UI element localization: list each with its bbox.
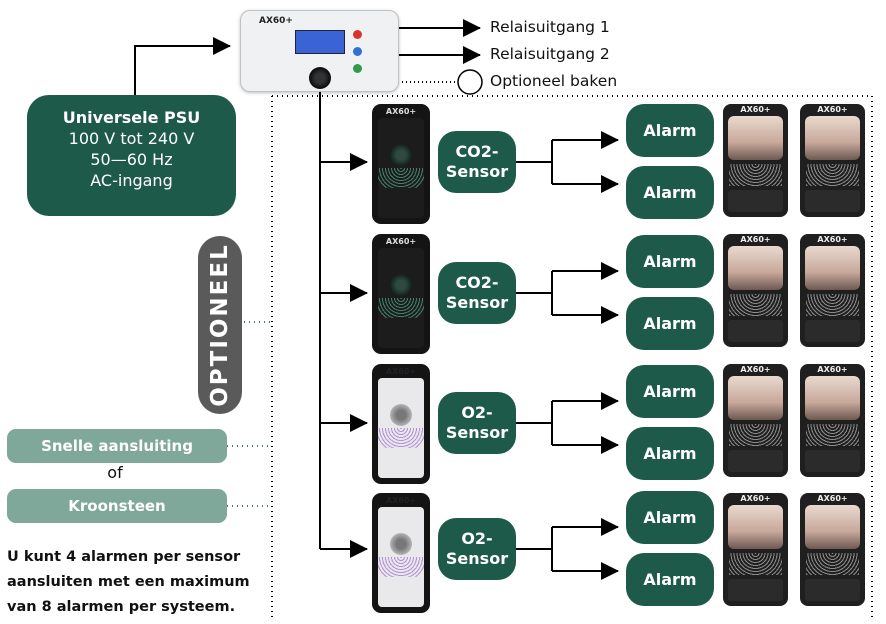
sensor-type: CO2-: [455, 273, 499, 292]
beacon-logo: AX60+: [740, 105, 771, 114]
beacon-picture: AX60+: [800, 234, 865, 347]
beacon-picture: AX60+: [800, 493, 865, 606]
sensor-word: Sensor: [445, 423, 509, 442]
sensor-label-1: CO2- Sensor: [438, 131, 516, 193]
beacon-logo: AX60+: [740, 235, 771, 244]
beacon-logo: AX60+: [817, 365, 848, 374]
controller-beacon-port: [309, 67, 331, 89]
beacon-picture: AX60+: [723, 234, 788, 347]
note-line-2: aansluiten met een maximum: [7, 574, 250, 590]
terminal-block-pill: Kroonsteen: [7, 489, 227, 523]
note-line-1: U kunt 4 alarmen per sensor: [7, 549, 241, 565]
optional-pill: OPTIONEEL: [198, 236, 242, 414]
psu-title: Universele PSU: [62, 108, 201, 127]
alarm-4b: Alarm: [626, 553, 714, 606]
beacon-logo: AX60+: [817, 494, 848, 503]
optional-label: OPTIONEEL: [207, 243, 233, 407]
alarm-3b: Alarm: [626, 427, 714, 480]
sensor-device-3: AX60+: [372, 364, 430, 484]
sensor-device-2: AX60+: [372, 234, 430, 354]
sensor-type: CO2-: [455, 142, 499, 161]
psu-input: AC-ingang: [90, 171, 173, 190]
quick-connect-pill: Snelle aansluiting: [7, 429, 227, 463]
alarm-3a: Alarm: [626, 365, 714, 418]
optional-beacon-label: Optioneel baken: [490, 72, 618, 90]
sensor-device-logo: AX60+: [385, 237, 417, 246]
sensor-type: O2-: [461, 403, 493, 422]
psu-frequency: 50—60 Hz: [90, 150, 173, 169]
sensor-device-4: AX60+: [372, 493, 430, 613]
beacon-logo: AX60+: [817, 105, 848, 114]
psu-box: Universele PSU 100 V tot 240 V 50—60 Hz …: [27, 95, 236, 216]
sensor-word: Sensor: [445, 549, 509, 568]
beacon-logo: AX60+: [740, 494, 771, 503]
beacon-logo: AX60+: [740, 365, 771, 374]
alarm-2a: Alarm: [626, 235, 714, 288]
sensor-type: O2-: [461, 529, 493, 548]
controller-lcd: [295, 30, 345, 54]
relay-output-2: Relaisuitgang 2: [490, 45, 610, 63]
alarm-2b: Alarm: [626, 297, 714, 350]
or-text: of: [107, 463, 123, 482]
sensor-word: Sensor: [445, 162, 509, 181]
alarm-4a: Alarm: [626, 491, 714, 544]
capacity-note: U kunt 4 alarmen per sensor aansluiten m…: [7, 545, 269, 620]
psu-voltage: 100 V tot 240 V: [68, 129, 195, 148]
central-controller-device: AX60+: [240, 10, 399, 92]
alarm-1a: Alarm: [626, 104, 714, 157]
sensor-label-3: O2- Sensor: [438, 392, 516, 454]
beacon-picture: AX60+: [800, 104, 865, 217]
sensor-device-1: AX60+: [372, 104, 430, 224]
relay-output-1: Relaisuitgang 1: [490, 18, 610, 36]
beacon-picture: AX60+: [723, 104, 788, 217]
accept-button-icon: [353, 64, 362, 73]
beacon-picture: AX60+: [723, 364, 788, 477]
sensor-word: Sensor: [445, 293, 509, 312]
beacon-logo: AX60+: [817, 235, 848, 244]
note-line-3: van 8 alarmen per systeem.: [7, 599, 236, 615]
sensor-label-4: O2- Sensor: [438, 518, 516, 580]
sensor-device-logo: AX60+: [385, 496, 417, 505]
sensor-label-2: CO2- Sensor: [438, 262, 516, 324]
beacon-picture: AX60+: [723, 493, 788, 606]
controller-logo: AX60+: [259, 16, 293, 26]
beacon-picture: AX60+: [800, 364, 865, 477]
cycle-button-icon: [353, 47, 362, 56]
cancel-button-icon: [353, 30, 362, 39]
sensor-device-logo: AX60+: [385, 107, 417, 116]
sensor-device-logo: AX60+: [385, 367, 417, 376]
alarm-1b: Alarm: [626, 166, 714, 219]
